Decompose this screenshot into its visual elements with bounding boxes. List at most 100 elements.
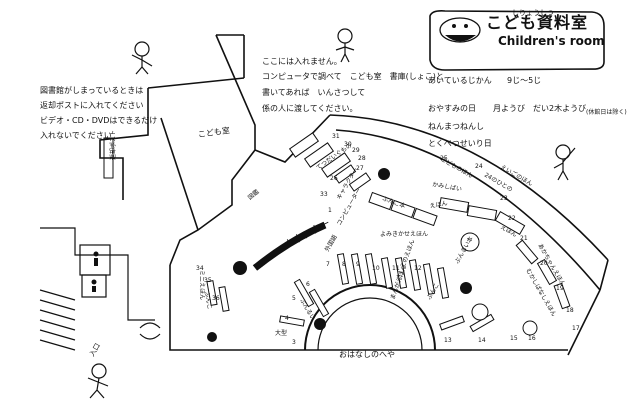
shelf-label: 大型 (275, 329, 287, 337)
shelf-number: 29 (352, 147, 360, 154)
shelf-number: 10 (372, 265, 380, 272)
shelf (412, 207, 438, 227)
kid-pointing-icon (553, 144, 576, 181)
hours-value: 9じ～5じ (507, 76, 542, 85)
shelf-number: 20 (540, 260, 548, 267)
shelf (553, 282, 571, 310)
shelf-number: 21 (520, 235, 528, 242)
shelf-number: 15 (510, 335, 518, 342)
shelf (515, 239, 539, 265)
shelf-label: 外国語 (323, 233, 339, 253)
shelf-number: 1 (328, 207, 332, 214)
left-note-line-1: 図書館がしまっているときは (40, 86, 144, 95)
shelf (466, 205, 498, 221)
hours-label: あいているじかん (428, 76, 492, 85)
shelf-label: 図鑑 (246, 188, 260, 202)
shelf (438, 197, 470, 213)
shelf-number: 33 (320, 191, 328, 198)
kid-waving-icon (131, 41, 153, 75)
header-banner (429, 10, 605, 71)
shelf-number: 17 (572, 325, 580, 332)
ohanashi-room-label: おはなしのへや (339, 350, 395, 359)
shelf-number: 35 (204, 277, 212, 284)
shelf-number: 26 (330, 175, 338, 182)
shelf-number: 11 (392, 265, 400, 272)
shelf (293, 278, 315, 308)
shelf-number: 25 (440, 155, 448, 162)
left-note-line-2: 返却ポストに入れてください (40, 101, 144, 110)
shelf-number: 36 (212, 295, 220, 302)
shelf-number: 9 (356, 261, 360, 268)
shelf (206, 280, 218, 306)
kid-running-icon (87, 363, 109, 399)
shelf (422, 263, 436, 295)
shelf-label: ミニえほん (198, 270, 205, 300)
shelf (218, 286, 230, 312)
shelf-label: かみしばい (432, 180, 463, 193)
special-label: とくべつせいり日 (428, 139, 492, 148)
shelf-number: 34 (196, 265, 204, 272)
book-return-post (103, 137, 114, 179)
shelf-number: 3 (292, 339, 296, 346)
center-note-line-4: 係の人に渡してください。 (262, 104, 358, 113)
shelf-number: 23 (500, 195, 508, 202)
shelf (288, 132, 320, 158)
shelf-number: 14 (478, 337, 486, 344)
shelf-number: 8 (342, 261, 346, 268)
closed-value: 月ようび だい2木ようび (493, 104, 587, 113)
columns (207, 168, 472, 342)
shelf (303, 142, 335, 168)
shelf (408, 259, 422, 291)
shelf-number: 4 (285, 315, 289, 322)
shelf-label: えほん (429, 200, 448, 210)
shelf (364, 253, 378, 285)
shelf-number: 27 (356, 165, 364, 172)
counter-desk (252, 221, 327, 271)
shelf-label: ぶんこ (203, 291, 213, 310)
shelf-number: 7 (326, 261, 330, 268)
shelf (394, 257, 408, 289)
shelf-number: 31 (332, 133, 340, 140)
restroom-icon (91, 251, 99, 292)
title-ruby: しりょうしつ (512, 9, 554, 17)
shelf-number: 6 (306, 281, 310, 288)
center-note-line-1: ここには入れません。 (262, 57, 342, 66)
shelf (368, 191, 394, 211)
shelf-number: 16 (528, 335, 536, 342)
left-note-line-4: 入れないでください (40, 131, 112, 140)
shelf (436, 267, 450, 299)
kid-standing-icon (335, 28, 355, 63)
shelf (390, 199, 416, 219)
shelf-number: 30 (344, 141, 352, 148)
restroom-block (39, 227, 155, 351)
shelf-number: 13 (444, 337, 452, 344)
shelf-number: 19 (556, 285, 564, 292)
center-note-line-2: コンピュータで調べて こども室 書庫(しょこ)と (262, 72, 444, 81)
shelf (336, 253, 350, 285)
shelf-number: 28 (358, 155, 366, 162)
shelf (350, 253, 364, 285)
bird-logo-icon (439, 17, 481, 43)
page-title: こども資料室 (486, 13, 589, 32)
reading-table (522, 320, 538, 336)
shelf (348, 172, 372, 192)
closed-label: おやすみの日 (428, 104, 476, 113)
shelf-label: ぶんるい (298, 298, 316, 322)
shelf-number: 12 (414, 265, 422, 272)
year-end-label: ねんまつねんし (428, 122, 484, 131)
reading-table (460, 232, 480, 252)
shelf-number: 24 (475, 163, 483, 170)
shelf (536, 258, 558, 286)
entrance-door (139, 322, 161, 340)
shelf-number: 2 (318, 225, 322, 232)
shelf (439, 315, 465, 331)
reading-table (471, 303, 489, 321)
left-note-line-3: ビデオ・CD・DVDはできるだけ (40, 116, 158, 125)
shelf (320, 152, 352, 178)
shelf (279, 315, 305, 327)
shelf (308, 288, 330, 318)
shelf (380, 257, 394, 289)
shelf-number: 5 (292, 295, 296, 302)
